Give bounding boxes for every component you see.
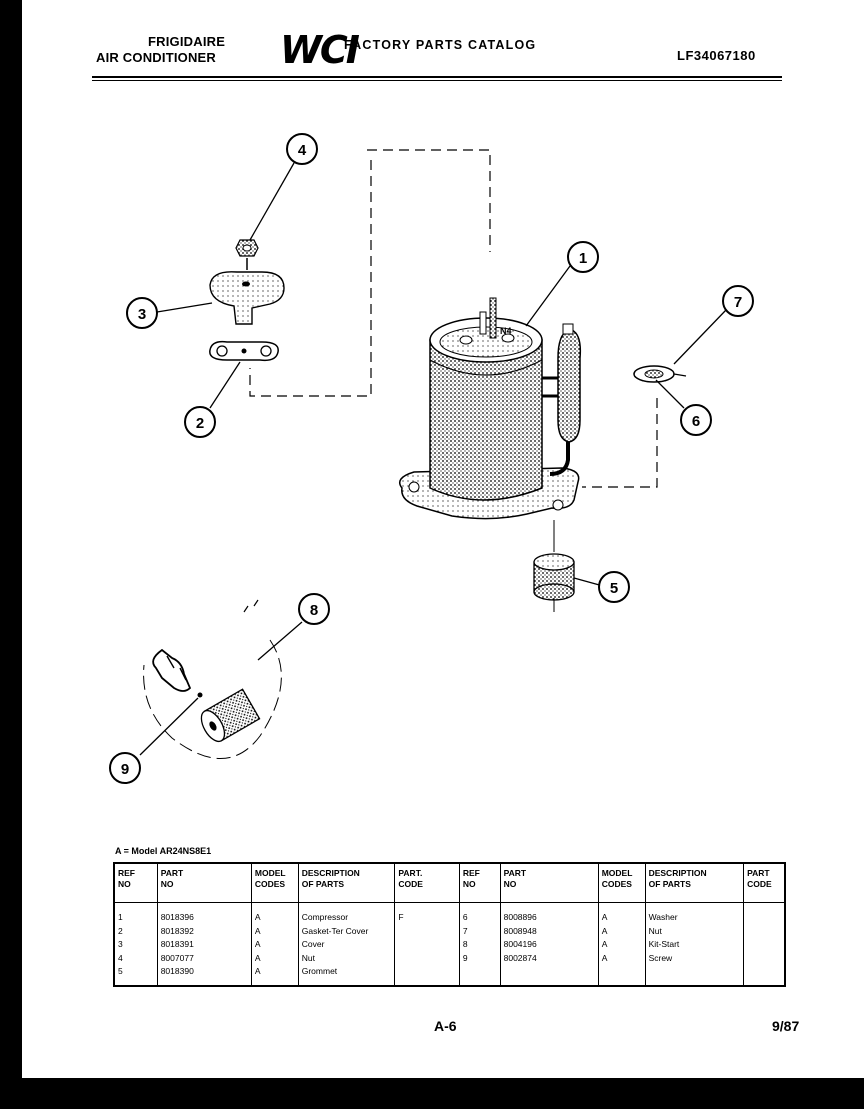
col-ref-no: REF NO	[112, 863, 158, 903]
catalog-title: FACTORY PARTS CATALOG	[344, 38, 537, 52]
callout-3: 3	[126, 297, 158, 329]
col-part-code-right: PART CODE	[743, 863, 787, 903]
svg-text:7: 7	[734, 294, 742, 311]
svg-text:4: 4	[298, 142, 307, 159]
svg-text:6: 6	[692, 413, 700, 430]
svg-text:1: 1	[579, 250, 587, 267]
col-part-no: PART NO	[156, 863, 252, 903]
col-part-no-right: PART NO	[499, 863, 599, 903]
svg-text:N4: N4	[500, 326, 512, 336]
product-type: AIR CONDITIONER	[96, 50, 216, 65]
nut-part	[235, 239, 259, 270]
callout-4: 4	[286, 133, 318, 165]
callout-9: 9	[109, 752, 141, 784]
start-kit-part	[143, 599, 282, 759]
description-cell-right: Washer Nut Kit-Start Screw	[644, 902, 744, 986]
callout-2: 2	[184, 406, 216, 438]
col-part-code: PART. CODE	[394, 863, 460, 903]
header-rule-thin	[92, 80, 782, 81]
grommet-part	[533, 520, 575, 612]
leader-lines	[139, 162, 727, 756]
model-code-cell-right: A A A A	[597, 902, 646, 986]
ref-no-cell-right: 6 7 8 9	[458, 902, 501, 986]
assembly-guide-lines	[249, 149, 658, 488]
header-rule	[92, 76, 782, 78]
washer-nut-part	[633, 365, 687, 383]
col-ref-no-right: REF NO	[458, 863, 501, 903]
page-number: A-6	[434, 1018, 457, 1034]
col-description: DESCRIPTION OF PARTS	[297, 863, 395, 903]
callout-7: 7	[722, 285, 754, 317]
callout-6: 6	[680, 404, 712, 436]
terminal-cover-part	[209, 271, 285, 325]
exploded-parts-diagram: N4	[109, 133, 754, 784]
svg-text:9: 9	[121, 761, 129, 778]
col-description-right: DESCRIPTION OF PARTS	[644, 863, 744, 903]
gasket-part	[209, 340, 279, 362]
compressor-part: N4	[399, 297, 582, 520]
col-model-codes-right: MODEL CODES	[597, 863, 646, 903]
ref-no-cell: 1 2 3 4 5	[112, 902, 158, 986]
svg-text:8: 8	[310, 602, 318, 619]
col-model-codes: MODEL CODES	[250, 863, 299, 903]
callout-5: 5	[598, 571, 630, 603]
parts-list-table: REF NO PART NO MODEL CODES DESCRIPTION O…	[112, 862, 787, 987]
part-no-cell-right: 8008896 8008948 8004196 8002874	[499, 902, 599, 986]
table-row: 1 2 3 4 5 8018396 8018392 8018391 800707…	[112, 902, 787, 986]
model-code-cell: A A A A A	[250, 902, 299, 986]
part-code-cell-right	[743, 902, 787, 986]
model-number: LF34067180	[677, 48, 756, 63]
callout-1: 1	[567, 241, 599, 273]
part-no-cell: 8018396 8018392 8018391 8007077 8018390	[156, 902, 252, 986]
description-cell: Compressor Gasket-Ter Cover Cover Nut Gr…	[297, 902, 395, 986]
catalog-page: FRIGIDAIRE AIR CONDITIONER WCI FACTORY P…	[22, 0, 864, 1078]
wci-logo: WCI	[280, 28, 360, 72]
revision-date: 9/87	[772, 1018, 800, 1034]
table-header-row: REF NO PART NO MODEL CODES DESCRIPTION O…	[112, 863, 787, 903]
brand-name: FRIGIDAIRE	[148, 34, 226, 49]
part-code-cell: F	[394, 902, 460, 986]
callout-8: 8	[298, 593, 330, 625]
svg-text:5: 5	[610, 580, 618, 597]
svg-text:3: 3	[138, 306, 146, 323]
model-code-note: A = Model AR24NS8E1	[115, 846, 212, 856]
brand-block: FRIGIDAIRE AIR CONDITIONER	[96, 34, 225, 66]
svg-text:2: 2	[196, 415, 204, 432]
